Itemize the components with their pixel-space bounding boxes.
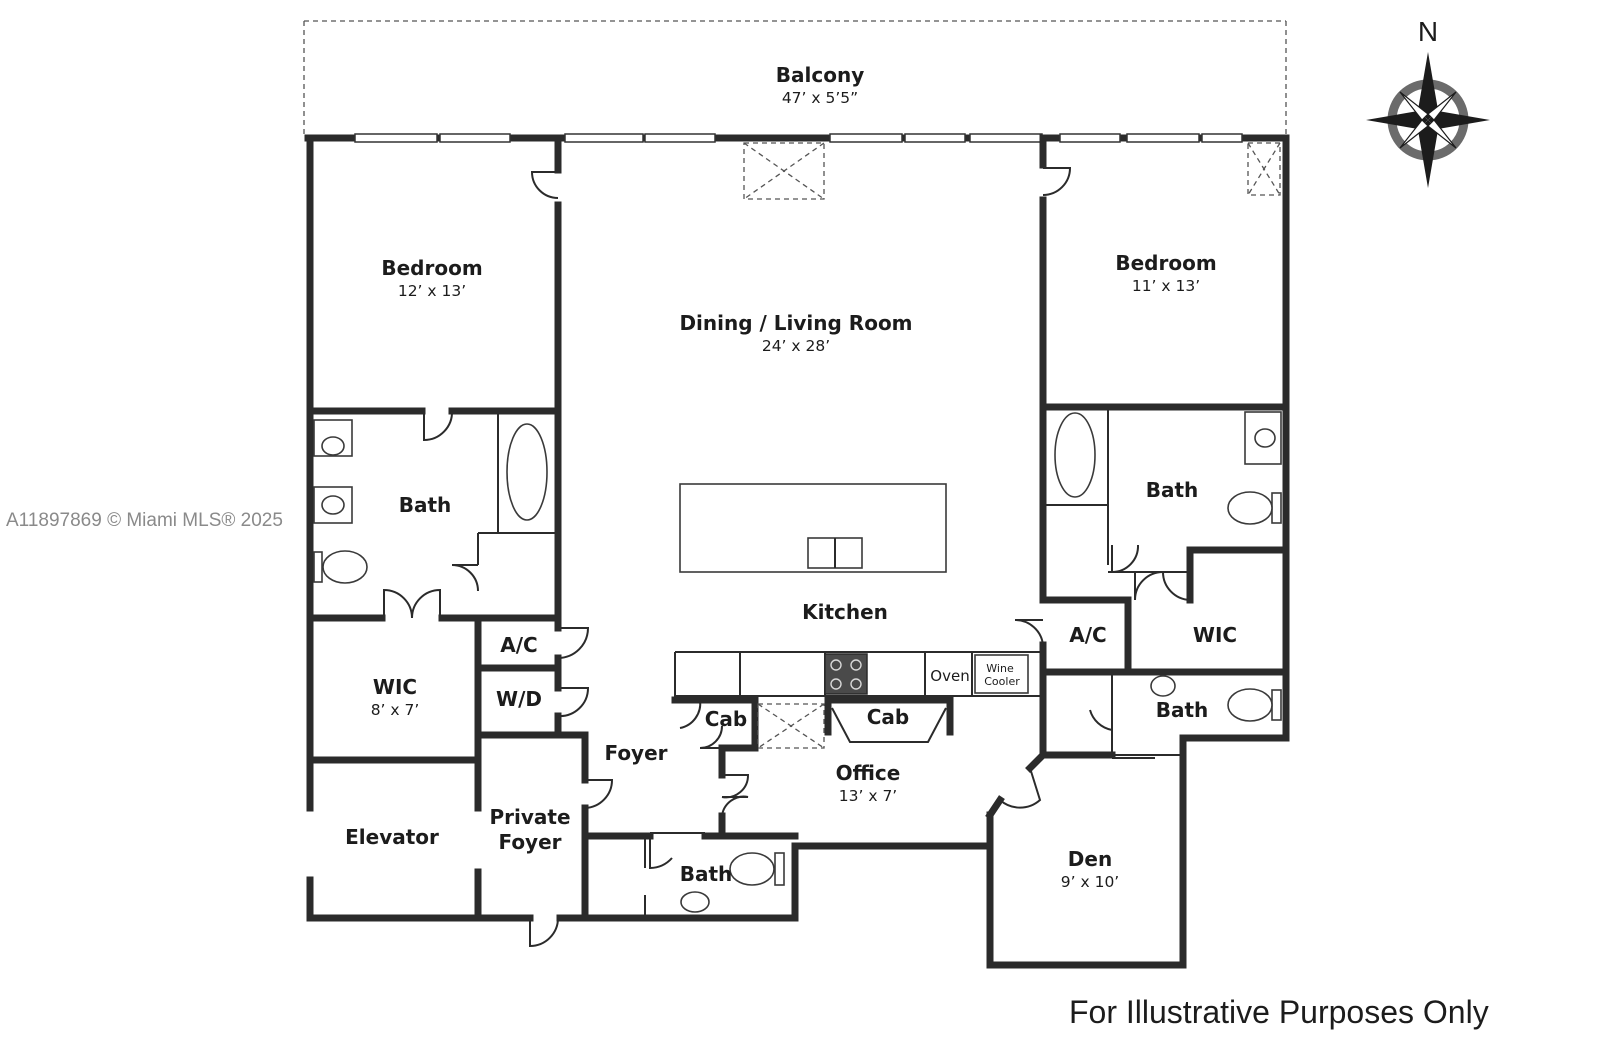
living-room-dims: 24’ x 28’ <box>762 337 830 355</box>
wd-name: W/D <box>496 687 542 711</box>
elevator-name: Elevator <box>345 825 439 849</box>
ac-west-name: A/C <box>500 633 537 657</box>
office-name: Office <box>836 761 901 785</box>
balcony-name: Balcony <box>776 63 864 87</box>
wic-east-name: WIC <box>1193 623 1237 647</box>
interior-walls <box>306 134 1290 922</box>
cab-left-name: Cab <box>705 707 748 731</box>
bath-south-name: Bath <box>680 862 733 886</box>
balcony-outline <box>303 20 1287 134</box>
oven-label: Oven <box>930 667 969 685</box>
bedroom-east-dims: 11’ x 13’ <box>1132 277 1200 295</box>
compass-rose-icon <box>1366 52 1490 188</box>
den-dims: 9’ x 10’ <box>1061 873 1119 891</box>
fixtures <box>313 142 1282 913</box>
cab-right-name: Cab <box>867 705 910 729</box>
bath-east-small-name: Bath <box>1156 698 1209 722</box>
door-swings <box>383 167 1191 948</box>
kitchen-name: Kitchen <box>802 600 888 624</box>
private-foyer-name-2: Foyer <box>498 830 561 854</box>
compass-north-label: N <box>1418 16 1438 47</box>
den-name: Den <box>1068 847 1112 871</box>
balcony-dims: 47’ x 5’5” <box>782 89 858 107</box>
foyer-name: Foyer <box>604 741 667 765</box>
office-dims: 13’ x 7’ <box>839 787 897 805</box>
ac-east-name: A/C <box>1069 623 1106 647</box>
mls-watermark: A11897869 © Miami MLS® 2025 <box>6 510 283 531</box>
north-wall <box>304 133 1290 143</box>
wic-west-name: WIC <box>373 675 417 699</box>
wine-cooler-label-2: Cooler <box>984 675 1020 688</box>
exterior-walls <box>306 134 1290 969</box>
bath-east-name: Bath <box>1146 478 1199 502</box>
bedroom-east-name: Bedroom <box>1115 251 1216 275</box>
living-room-name: Dining / Living Room <box>679 311 912 335</box>
bath-west-name: Bath <box>399 493 452 517</box>
wine-cooler-label-1: Wine <box>986 662 1014 675</box>
bedroom-west-dims: 12’ x 13’ <box>398 282 466 300</box>
disclaimer-text: For Illustrative Purposes Only <box>1069 994 1489 1030</box>
private-foyer-name-1: Private <box>489 805 570 829</box>
bedroom-west-name: Bedroom <box>381 256 482 280</box>
wic-west-dims: 8’ x 7’ <box>371 701 420 719</box>
